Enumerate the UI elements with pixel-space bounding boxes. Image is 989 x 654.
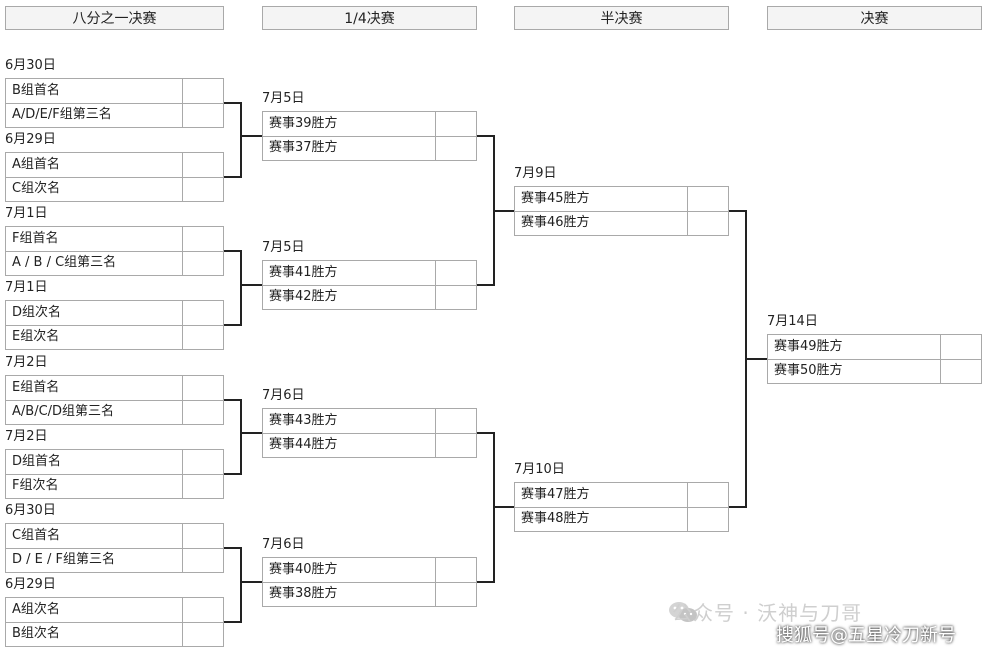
team-row: 赛事41胜方 xyxy=(263,261,476,286)
team-name: 赛事50胜方 xyxy=(768,359,941,383)
team-row: 赛事39胜方 xyxy=(263,112,476,137)
match-date: 7月10日 xyxy=(514,462,565,477)
round-header-qf: 1/4决赛 xyxy=(262,6,477,30)
team-row: 赛事46胜方 xyxy=(515,211,728,235)
team-name: 赛事42胜方 xyxy=(263,285,436,309)
team-name: 赛事39胜方 xyxy=(263,112,436,136)
match-date: 7月5日 xyxy=(262,91,305,106)
match-date: 7月2日 xyxy=(5,355,48,370)
team-row: A组次名 xyxy=(6,598,223,623)
round-header-final: 决赛 xyxy=(767,6,982,30)
team-name: A组首名 xyxy=(6,153,183,177)
match-date: 7月9日 xyxy=(514,166,557,181)
team-name: D / E / F组第三名 xyxy=(6,548,183,572)
match-date: 7月2日 xyxy=(5,429,48,444)
team-name: 赛事43胜方 xyxy=(263,409,436,433)
team-name: 赛事47胜方 xyxy=(515,483,688,507)
team-name: F组首名 xyxy=(6,227,183,251)
team-row: 赛事44胜方 xyxy=(263,433,476,457)
match-box: 赛事41胜方赛事42胜方 xyxy=(262,260,477,310)
team-name: D组首名 xyxy=(6,450,183,474)
team-name: C组首名 xyxy=(6,524,183,548)
match-date: 7月5日 xyxy=(262,240,305,255)
team-name: F组次名 xyxy=(6,474,183,498)
team-name: B组次名 xyxy=(6,622,183,646)
team-row: C组次名 xyxy=(6,177,223,201)
team-row: 赛事49胜方 xyxy=(768,335,981,360)
team-name: 赛事38胜方 xyxy=(263,582,436,606)
match-box: 赛事39胜方赛事37胜方 xyxy=(262,111,477,161)
team-row: C组首名 xyxy=(6,524,223,549)
team-row: B组次名 xyxy=(6,622,223,646)
team-name: 赛事46胜方 xyxy=(515,211,688,235)
team-row: A组首名 xyxy=(6,153,223,178)
team-row: A/B/C/D组第三名 xyxy=(6,400,223,424)
team-row: E组首名 xyxy=(6,376,223,401)
match-date: 6月30日 xyxy=(5,503,56,518)
team-row: 赛事47胜方 xyxy=(515,483,728,508)
match-date: 6月29日 xyxy=(5,577,56,592)
team-row: F组次名 xyxy=(6,474,223,498)
match-box: 赛事40胜方赛事38胜方 xyxy=(262,557,477,607)
team-name: A/D/E/F组第三名 xyxy=(6,103,183,127)
team-name: 赛事44胜方 xyxy=(263,433,436,457)
team-name: 赛事45胜方 xyxy=(515,187,688,211)
match-date: 7月1日 xyxy=(5,280,48,295)
team-name: 赛事49胜方 xyxy=(768,335,941,359)
match-box: 赛事45胜方赛事46胜方 xyxy=(514,186,729,236)
wechat-icon xyxy=(669,602,697,622)
team-row: B组首名 xyxy=(6,79,223,104)
team-row: 赛事48胜方 xyxy=(515,507,728,531)
team-name: A组次名 xyxy=(6,598,183,622)
team-name: C组次名 xyxy=(6,177,183,201)
team-name: B组首名 xyxy=(6,79,183,103)
match-box: 赛事43胜方赛事44胜方 xyxy=(262,408,477,458)
team-row: 赛事38胜方 xyxy=(263,582,476,606)
team-row: D组次名 xyxy=(6,301,223,326)
match-box: 赛事49胜方赛事50胜方 xyxy=(767,334,982,384)
team-row: E组次名 xyxy=(6,325,223,349)
team-name: A / B / C组第三名 xyxy=(6,251,183,275)
team-row: 赛事45胜方 xyxy=(515,187,728,212)
team-row: 赛事42胜方 xyxy=(263,285,476,309)
match-date: 7月14日 xyxy=(767,314,818,329)
team-row: D组首名 xyxy=(6,450,223,475)
team-name: 赛事40胜方 xyxy=(263,558,436,582)
team-row: 赛事40胜方 xyxy=(263,558,476,583)
team-name: E组次名 xyxy=(6,325,183,349)
watermark-text: 公众号 · 沃神与刀哥 xyxy=(672,601,863,625)
team-row: A/D/E/F组第三名 xyxy=(6,103,223,127)
team-row: F组首名 xyxy=(6,227,223,252)
team-row: 赛事43胜方 xyxy=(263,409,476,434)
match-date: 6月30日 xyxy=(5,58,56,73)
team-name: D组次名 xyxy=(6,301,183,325)
team-row: 赛事37胜方 xyxy=(263,136,476,160)
team-name: 赛事41胜方 xyxy=(263,261,436,285)
source-credit: 搜狐号@五星冷刀新号 xyxy=(776,625,956,646)
team-row: 赛事50胜方 xyxy=(768,359,981,383)
round-header-r16: 八分之一决赛 xyxy=(5,6,224,30)
team-name: 赛事37胜方 xyxy=(263,136,436,160)
team-name: E组首名 xyxy=(6,376,183,400)
match-date: 7月6日 xyxy=(262,537,305,552)
match-box: 赛事47胜方赛事48胜方 xyxy=(514,482,729,532)
team-name: A/B/C/D组第三名 xyxy=(6,400,183,424)
round-header-sf: 半决赛 xyxy=(514,6,729,30)
match-date: 6月29日 xyxy=(5,132,56,147)
team-row: A / B / C组第三名 xyxy=(6,251,223,275)
match-date: 7月6日 xyxy=(262,388,305,403)
match-date: 7月1日 xyxy=(5,206,48,221)
team-row: D / E / F组第三名 xyxy=(6,548,223,572)
team-name: 赛事48胜方 xyxy=(515,507,688,531)
